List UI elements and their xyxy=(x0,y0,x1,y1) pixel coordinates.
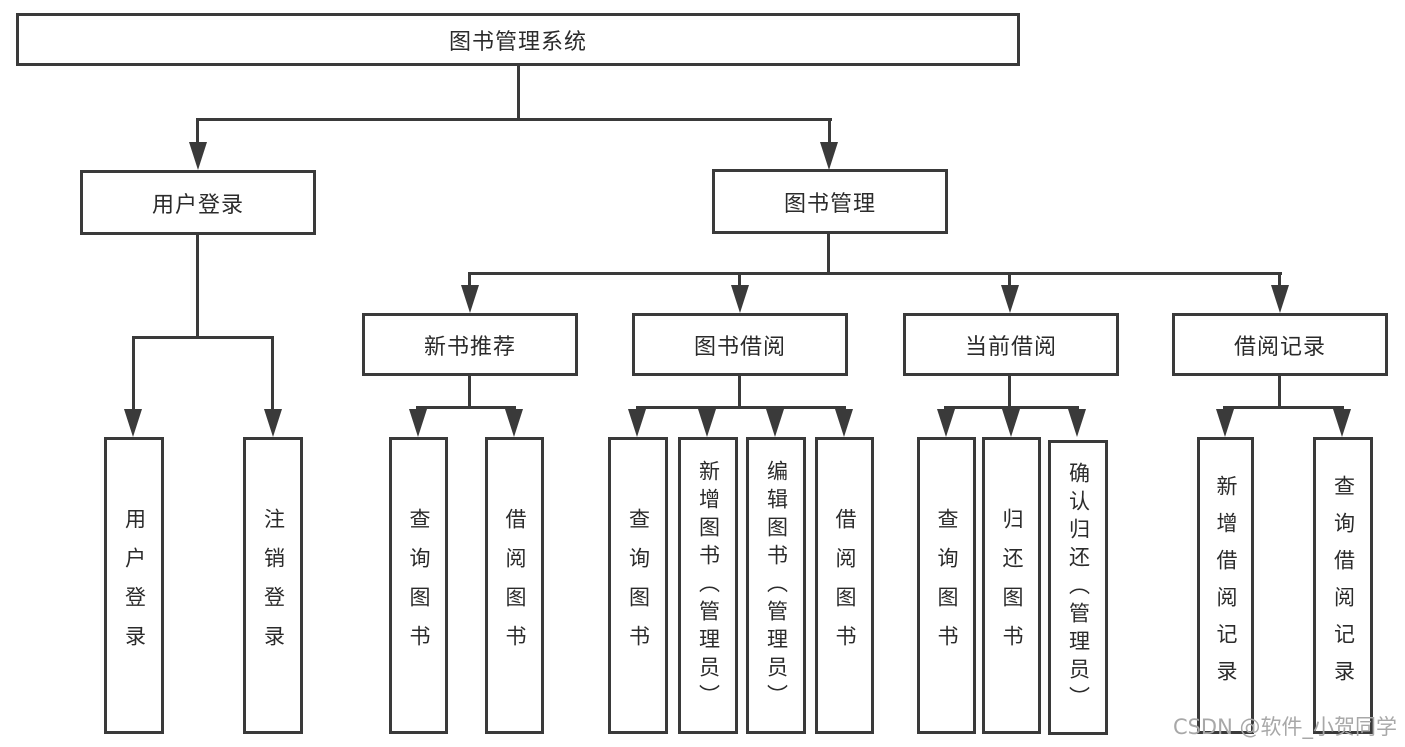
leaf-user-login-label: 用户登录 xyxy=(122,507,147,664)
node-borrow-records-label: 借阅记录 xyxy=(1233,334,1326,360)
node-user-login-label: 用户登录 xyxy=(151,192,244,218)
arrow-down-icon xyxy=(731,285,749,313)
connector-line xyxy=(944,406,1079,409)
leaf-edit-books-admin: 编辑图书（管理员） xyxy=(746,437,806,734)
connector-line xyxy=(468,272,1282,275)
connector-line xyxy=(1223,406,1344,409)
connector-line xyxy=(1008,272,1011,288)
node-root: 图书管理系统 xyxy=(16,13,1020,66)
node-book-borrow-label: 图书借阅 xyxy=(693,334,786,360)
arrow-down-icon xyxy=(1216,409,1234,437)
connector-line xyxy=(827,234,830,274)
arrow-down-icon xyxy=(1271,285,1289,313)
connector-line xyxy=(517,64,520,120)
node-new-book-recommend-label: 新书推荐 xyxy=(423,334,516,360)
connector-line xyxy=(1008,376,1011,408)
leaf-return-books-label: 归还图书 xyxy=(1000,507,1024,664)
connector-line xyxy=(828,118,831,148)
connector-line xyxy=(636,406,846,409)
leaf-edit-books-admin-label: 编辑图书（管理员） xyxy=(764,459,789,712)
leaf-confirm-return-admin: 确认归还（管理员） xyxy=(1048,440,1108,735)
leaf-query-books-borrow-label: 查询图书 xyxy=(626,507,651,664)
connector-line xyxy=(271,336,274,412)
connector-line xyxy=(416,406,516,409)
leaf-borrow-books-recommend-label: 借阅图书 xyxy=(503,507,527,664)
node-book-management: 图书管理 xyxy=(712,169,948,234)
leaf-query-books-current-label: 查询图书 xyxy=(935,507,959,664)
connector-line xyxy=(1278,376,1281,408)
leaf-query-books-recommend-label: 查询图书 xyxy=(407,507,431,664)
arrow-down-icon xyxy=(505,409,523,437)
node-user-login: 用户登录 xyxy=(80,170,316,235)
arrow-down-icon xyxy=(628,409,646,437)
arrow-down-icon xyxy=(698,409,716,437)
connector-line xyxy=(132,336,135,412)
leaf-logout-label: 注销登录 xyxy=(261,507,286,664)
node-current-borrow-label: 当前借阅 xyxy=(964,334,1057,360)
leaf-return-books: 归还图书 xyxy=(982,437,1041,734)
arrow-down-icon xyxy=(409,409,427,437)
connector-line xyxy=(196,118,199,148)
connector-line xyxy=(1278,272,1281,288)
connector-line xyxy=(132,336,274,339)
arrow-down-icon xyxy=(766,409,784,437)
connector-line xyxy=(738,376,741,408)
leaf-add-borrow-record: 新增借阅记录 xyxy=(1197,437,1254,734)
node-current-borrow: 当前借阅 xyxy=(903,313,1119,376)
arrow-down-icon xyxy=(820,142,838,170)
node-book-borrow: 图书借阅 xyxy=(632,313,848,376)
connector-line xyxy=(738,272,741,288)
arrow-down-icon xyxy=(124,409,142,437)
connector-line xyxy=(196,118,832,121)
leaf-logout: 注销登录 xyxy=(243,437,303,734)
arrow-down-icon xyxy=(937,409,955,437)
leaf-query-books-borrow: 查询图书 xyxy=(608,437,668,734)
node-borrow-records: 借阅记录 xyxy=(1172,313,1388,376)
arrow-down-icon xyxy=(1001,285,1019,313)
arrow-down-icon xyxy=(189,142,207,170)
arrow-down-icon xyxy=(1068,409,1086,437)
leaf-confirm-return-admin-label: 确认归还（管理员） xyxy=(1066,461,1091,714)
leaf-add-books-admin: 新增图书（管理员） xyxy=(678,437,738,734)
leaf-borrow-books: 借阅图书 xyxy=(815,437,874,734)
connector-line xyxy=(468,272,471,288)
node-new-book-recommend: 新书推荐 xyxy=(362,313,578,376)
leaf-borrow-books-label: 借阅图书 xyxy=(833,507,857,664)
leaf-query-borrow-record-label: 查询借阅记录 xyxy=(1331,474,1356,697)
leaf-borrow-books-recommend: 借阅图书 xyxy=(485,437,544,734)
arrow-down-icon xyxy=(1333,409,1351,437)
leaf-add-borrow-record-label: 新增借阅记录 xyxy=(1214,474,1238,697)
arrow-down-icon xyxy=(1002,409,1020,437)
leaf-user-login: 用户登录 xyxy=(104,437,164,734)
leaf-query-books-recommend: 查询图书 xyxy=(389,437,448,734)
leaf-query-books-current: 查询图书 xyxy=(917,437,976,734)
connector-line xyxy=(196,235,199,338)
connector-line xyxy=(468,376,471,408)
arrow-down-icon xyxy=(461,285,479,313)
node-root-label: 图书管理系统 xyxy=(448,29,587,55)
arrow-down-icon xyxy=(264,409,282,437)
node-book-management-label: 图书管理 xyxy=(783,191,876,217)
leaf-query-borrow-record: 查询借阅记录 xyxy=(1313,437,1373,734)
leaf-add-books-admin-label: 新增图书（管理员） xyxy=(696,459,721,712)
watermark: CSDN @软件_小贺同学 xyxy=(1172,715,1397,739)
arrow-down-icon xyxy=(835,409,853,437)
